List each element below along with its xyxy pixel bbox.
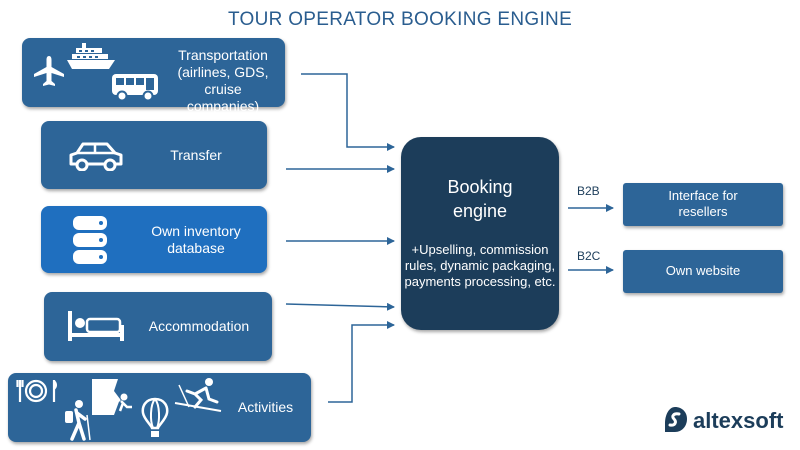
car-icon [69,142,123,171]
engine-description: +Upselling, commission rules, dynamic pa… [404,242,556,289]
output-label: Own website [665,263,741,278]
altexsoft-logo-text: altexsoft [693,408,784,433]
booking-engine: Booking engine +Upselling, commission ru… [401,137,559,330]
hot-air-balloon-icon [141,397,169,437]
airplane-icon [34,56,64,86]
source-label: Transfer [170,147,222,163]
dining-icon [16,379,57,403]
source-own-inventory: Own inventory database [41,206,267,273]
altexsoft-logo-icon [665,407,687,432]
skiing-icon [174,378,222,412]
arrow-accommodation [285,302,395,311]
diagram-title: TOUR OPERATOR BOOKING ENGINE [227,9,573,30]
source-transfer: Transfer [41,121,267,189]
source-activities: Activities [8,373,311,442]
bed-icon [68,311,124,341]
source-accommodation: Accommodation [44,292,272,361]
source-label: Activities [237,399,294,415]
channel-label-b2c: B2C [577,249,601,263]
output-label: Interface for resellers [668,188,738,219]
arrow-activities [328,321,395,403]
output-own-website: Own website [623,250,783,293]
source-label: Own inventory database [151,223,241,256]
bus-icon [112,74,158,102]
climbing-icon [92,379,132,415]
database-icon [73,216,107,264]
source-label: Transportation (airlines, GDS, cruise co… [177,47,269,114]
source-label: Accommodation [148,318,250,334]
output-reseller-interface: Interface for resellers [623,183,783,226]
hiking-icon [65,400,91,441]
engine-title: Booking engine [447,177,513,221]
ship-icon [67,43,115,69]
arrow-transportation [301,73,395,151]
source-transportation: Transportation (airlines, GDS, cruise co… [22,38,285,114]
channel-label-b2b: B2B [577,184,600,198]
